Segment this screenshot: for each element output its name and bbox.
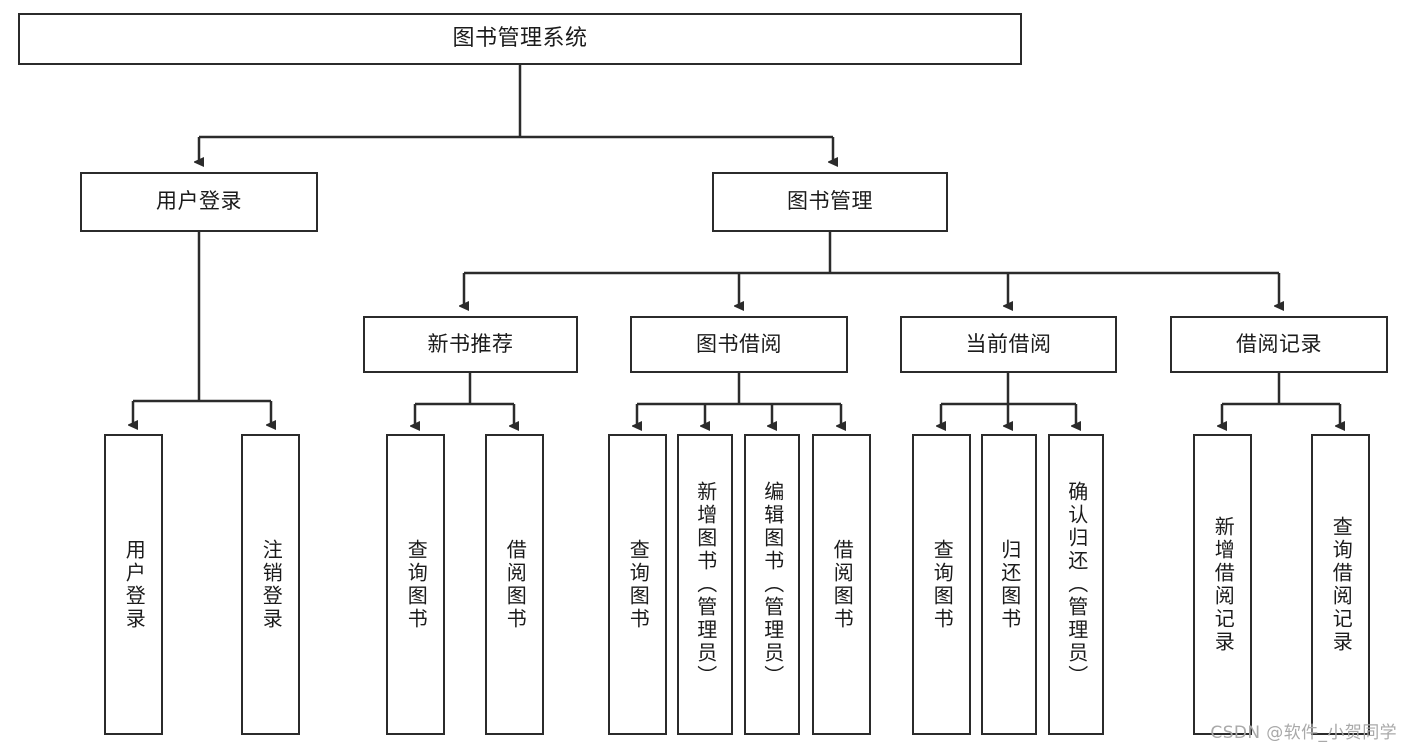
node-root-book-management-system[interactable]: 图书管理系统: [18, 13, 1022, 65]
node-label: 用户登录: [122, 538, 147, 631]
node-label: 查询图书: [626, 538, 651, 631]
node-leaf-query-borrow-record[interactable]: 查询借阅记录: [1311, 434, 1370, 735]
node-leaf-query-book-current[interactable]: 查询图书: [912, 434, 971, 735]
node-label: 借阅记录: [1236, 331, 1322, 356]
node-leaf-confirm-return-admin[interactable]: 确认归还（管理员）: [1048, 434, 1104, 735]
node-user-login[interactable]: 用户登录: [80, 172, 318, 232]
node-book-borrow[interactable]: 图书借阅: [630, 316, 848, 373]
node-label: 查询借阅记录: [1329, 515, 1354, 654]
node-label: 查询图书: [404, 538, 429, 631]
node-label: 注销登录: [259, 538, 284, 631]
node-label: 图书管理系统: [452, 25, 588, 51]
node-label: 图书借阅: [696, 331, 782, 356]
node-leaf-edit-book-admin[interactable]: 编辑图书（管理员）: [744, 434, 800, 735]
node-label: 归还图书: [997, 538, 1022, 631]
node-book-management[interactable]: 图书管理: [712, 172, 948, 232]
node-label: 借阅图书: [830, 538, 855, 631]
node-leaf-borrow-book-recommend[interactable]: 借阅图书: [485, 434, 544, 735]
csdn-watermark: CSDN @软件_小贺同学: [1210, 723, 1397, 743]
node-leaf-add-book-admin[interactable]: 新增图书（管理员）: [677, 434, 733, 735]
node-leaf-add-borrow-record[interactable]: 新增借阅记录: [1193, 434, 1252, 735]
node-label: 编辑图书（管理员）: [760, 481, 785, 688]
node-label: 确认归还（管理员）: [1064, 481, 1089, 688]
node-current-borrow[interactable]: 当前借阅: [900, 316, 1117, 373]
node-label: 新增借阅记录: [1211, 515, 1236, 654]
node-label: 查询图书: [930, 538, 955, 631]
node-borrow-record[interactable]: 借阅记录: [1170, 316, 1388, 373]
node-leaf-logout[interactable]: 注销登录: [241, 434, 300, 735]
node-label: 用户登录: [156, 189, 242, 214]
node-leaf-query-book-recommend[interactable]: 查询图书: [386, 434, 445, 735]
node-label: 新书推荐: [427, 331, 514, 356]
node-leaf-user-login[interactable]: 用户登录: [104, 434, 163, 735]
node-label: 图书管理: [787, 189, 873, 214]
node-leaf-query-book-borrow[interactable]: 查询图书: [608, 434, 667, 735]
node-leaf-return-book[interactable]: 归还图书: [981, 434, 1037, 735]
node-leaf-borrow-book[interactable]: 借阅图书: [812, 434, 871, 735]
node-label: 当前借阅: [965, 331, 1052, 356]
node-label: 新增图书（管理员）: [693, 481, 718, 688]
node-label: 借阅图书: [503, 538, 528, 631]
node-new-book-recommend[interactable]: 新书推荐: [363, 316, 578, 373]
